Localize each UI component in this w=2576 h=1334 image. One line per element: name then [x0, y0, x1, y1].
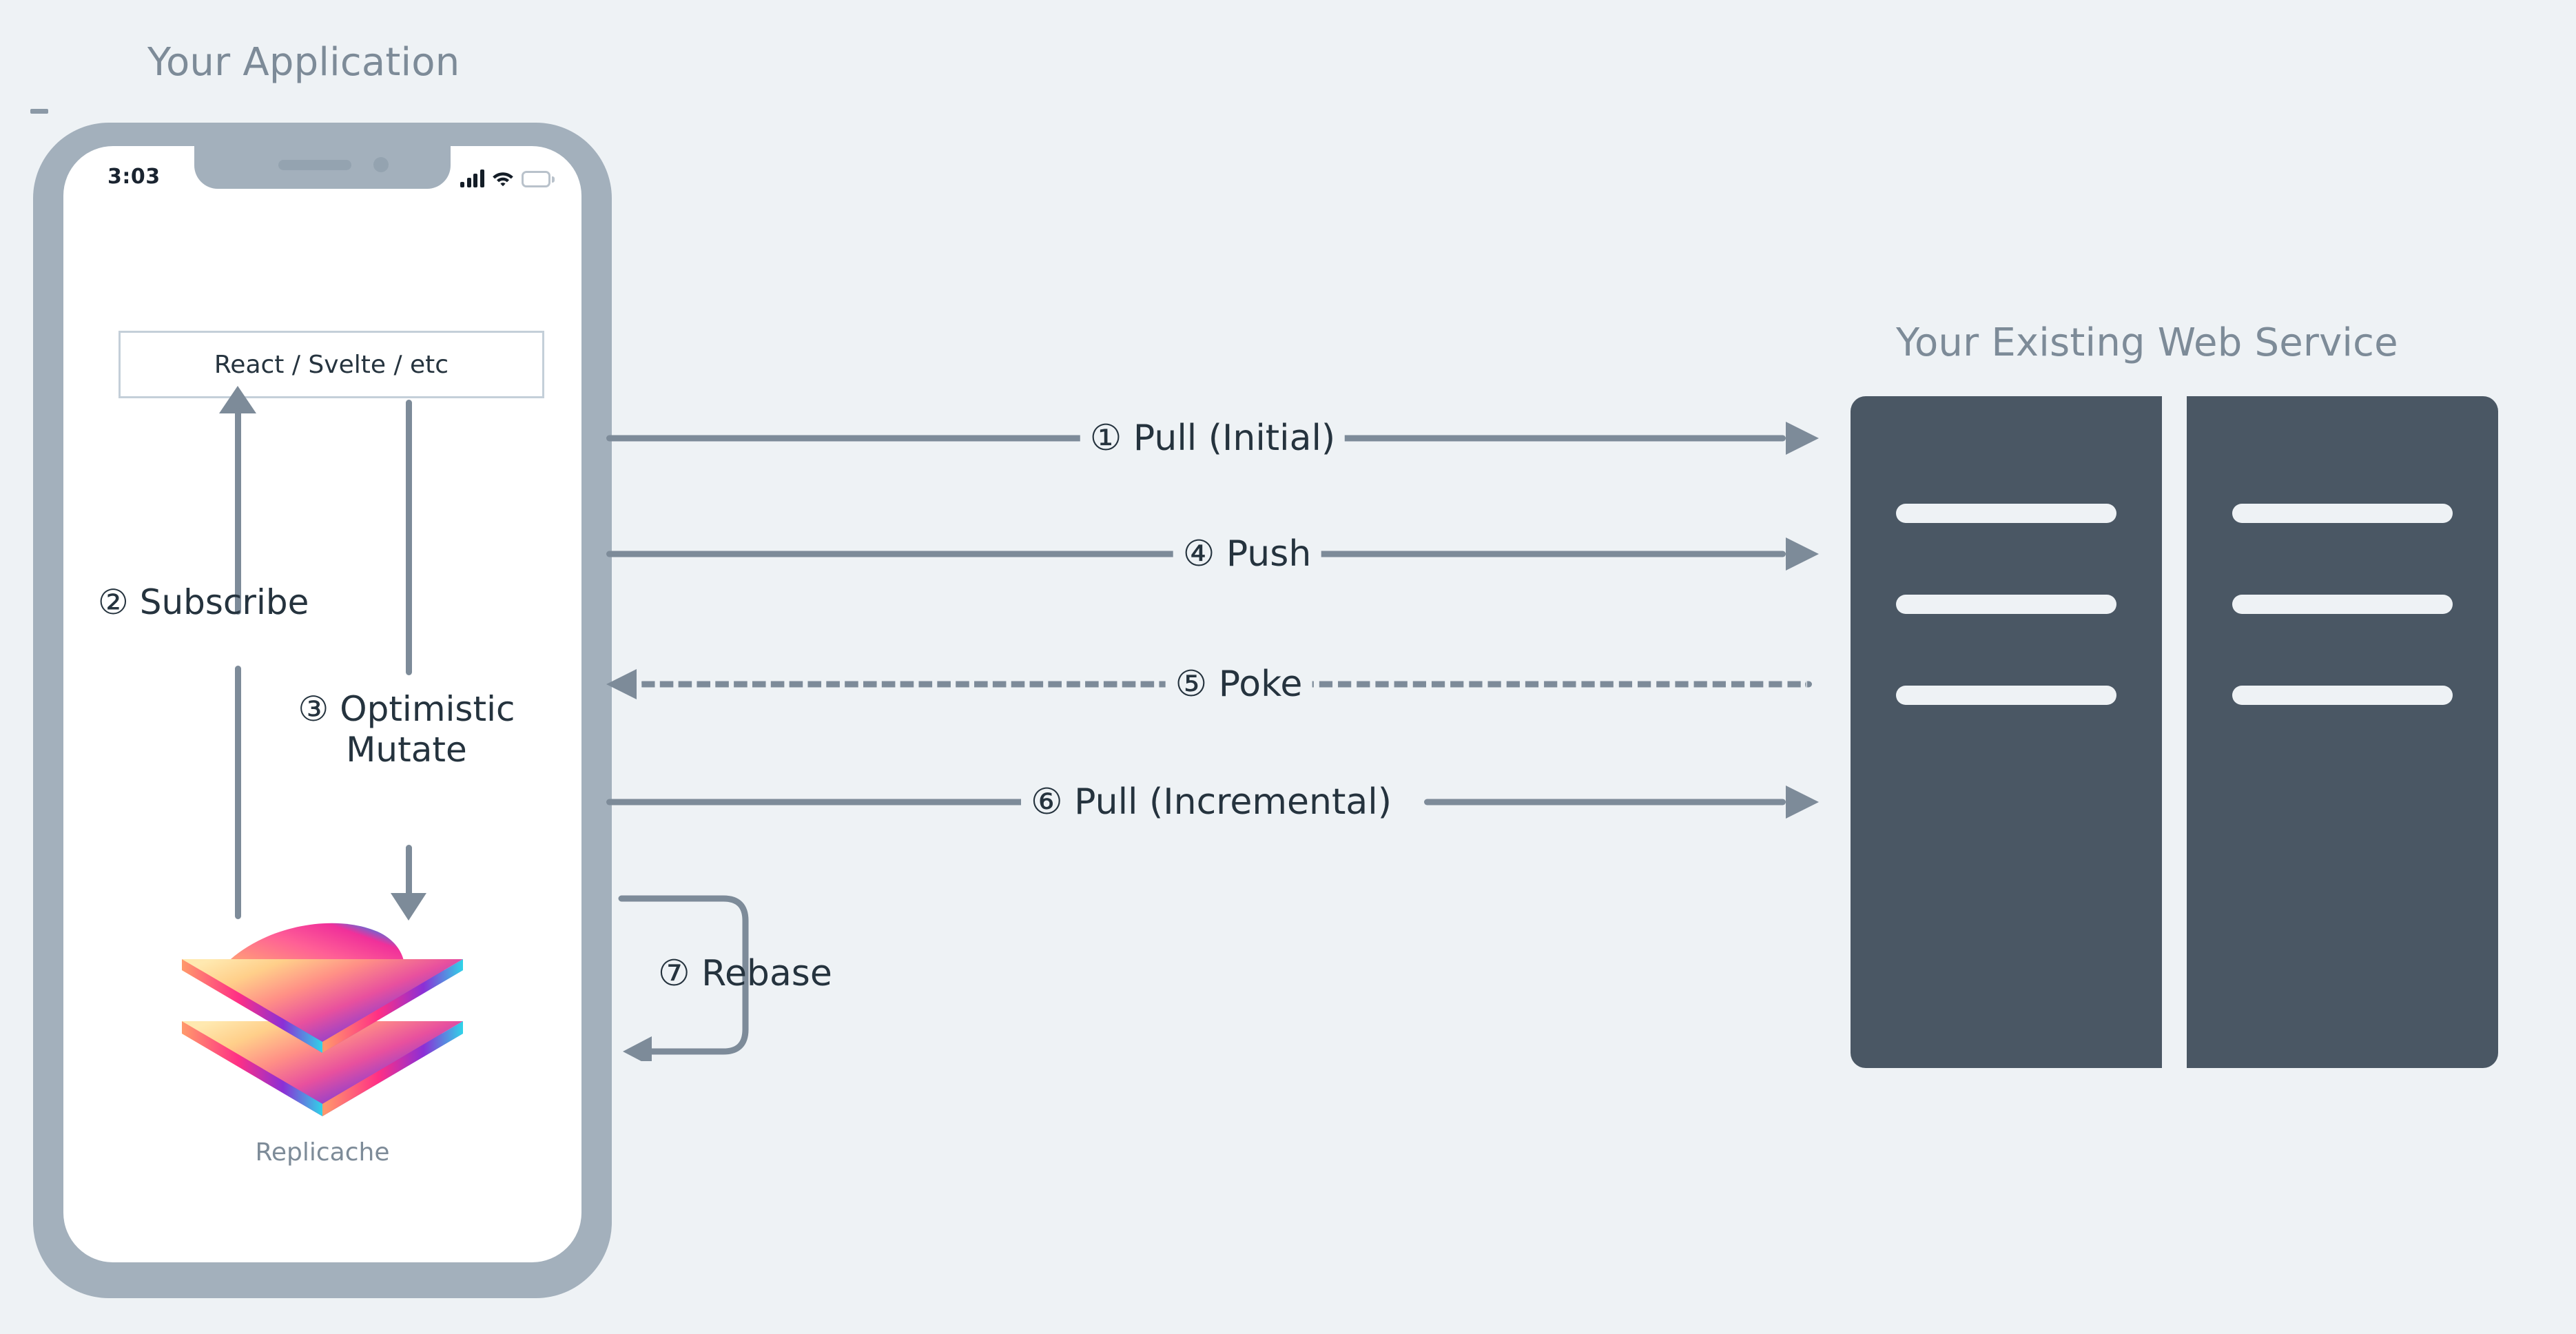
application-title: Your Application	[147, 40, 460, 85]
corner-dash-mark	[30, 109, 48, 114]
subscribe-line-upper	[235, 408, 241, 615]
rebase-loop-arrow	[613, 889, 772, 1067]
mutate-line-lower	[406, 845, 412, 897]
mutate-line-upper	[406, 400, 412, 675]
framework-box: React / Svelte / etc	[119, 331, 544, 398]
server-slot	[1896, 595, 2116, 614]
flow-label-rebase: ⑦ Rebase	[658, 953, 832, 994]
flow-line-left	[606, 799, 1089, 805]
wifi-icon	[492, 170, 514, 187]
flow-row-push: ④ Push	[606, 533, 1819, 575]
flow-label-push: ④ Push	[1173, 533, 1321, 575]
flow-line-right	[1261, 681, 1812, 687]
server-slot	[2232, 504, 2453, 523]
arrowhead-right-icon	[1786, 785, 1819, 819]
mutate-label-line2: Mutate	[346, 730, 467, 770]
web-service-title: Your Existing Web Service	[1896, 320, 2398, 365]
arrowhead-left-icon	[606, 668, 637, 699]
framework-box-label: React / Svelte / etc	[214, 350, 449, 379]
flow-line-right	[1424, 799, 1786, 805]
server-slot	[1896, 686, 2116, 705]
flow-line-right	[1276, 551, 1786, 557]
optimistic-mutate-label: ③ Optimistic Mutate	[267, 689, 546, 770]
replicache-logo-icon	[171, 916, 474, 1116]
flow-row-pull-incremental: ⑥ Pull (Incremental)	[606, 781, 1819, 823]
flow-line-left	[639, 681, 1211, 687]
server-rack-1	[1851, 396, 2162, 1068]
server-slot	[2232, 595, 2453, 614]
flow-line-left	[606, 435, 1178, 441]
status-bar-time: 3:03	[107, 165, 161, 189]
server-slot	[1896, 504, 2116, 523]
battery-icon	[521, 171, 555, 187]
flow-line-left	[606, 551, 1226, 557]
mutate-label-line1: ③ Optimistic	[298, 689, 515, 729]
server-slot	[2232, 686, 2453, 705]
flow-label-poke: ⑤ Poke	[1165, 663, 1312, 705]
flow-line-right	[1310, 435, 1786, 441]
speaker-grille-icon	[278, 160, 351, 170]
front-camera-icon	[373, 157, 389, 172]
mutate-arrowhead-icon	[391, 893, 426, 921]
server-rack-2	[2187, 396, 2498, 1068]
subscribe-label: ② Subscribe	[98, 582, 309, 622]
subscribe-line-lower	[235, 666, 241, 919]
replicache-caption: Replicache	[255, 1138, 390, 1167]
flow-label-pull-incremental: ⑥ Pull (Incremental)	[1021, 781, 1401, 823]
signal-bars-icon	[460, 170, 484, 187]
arrowhead-right-icon	[1786, 537, 1819, 571]
server-group	[1851, 396, 2498, 1068]
arrowhead-right-icon	[1786, 421, 1819, 455]
flow-label-pull-initial: ① Pull (Initial)	[1080, 417, 1346, 459]
status-bar-icons	[460, 164, 555, 187]
